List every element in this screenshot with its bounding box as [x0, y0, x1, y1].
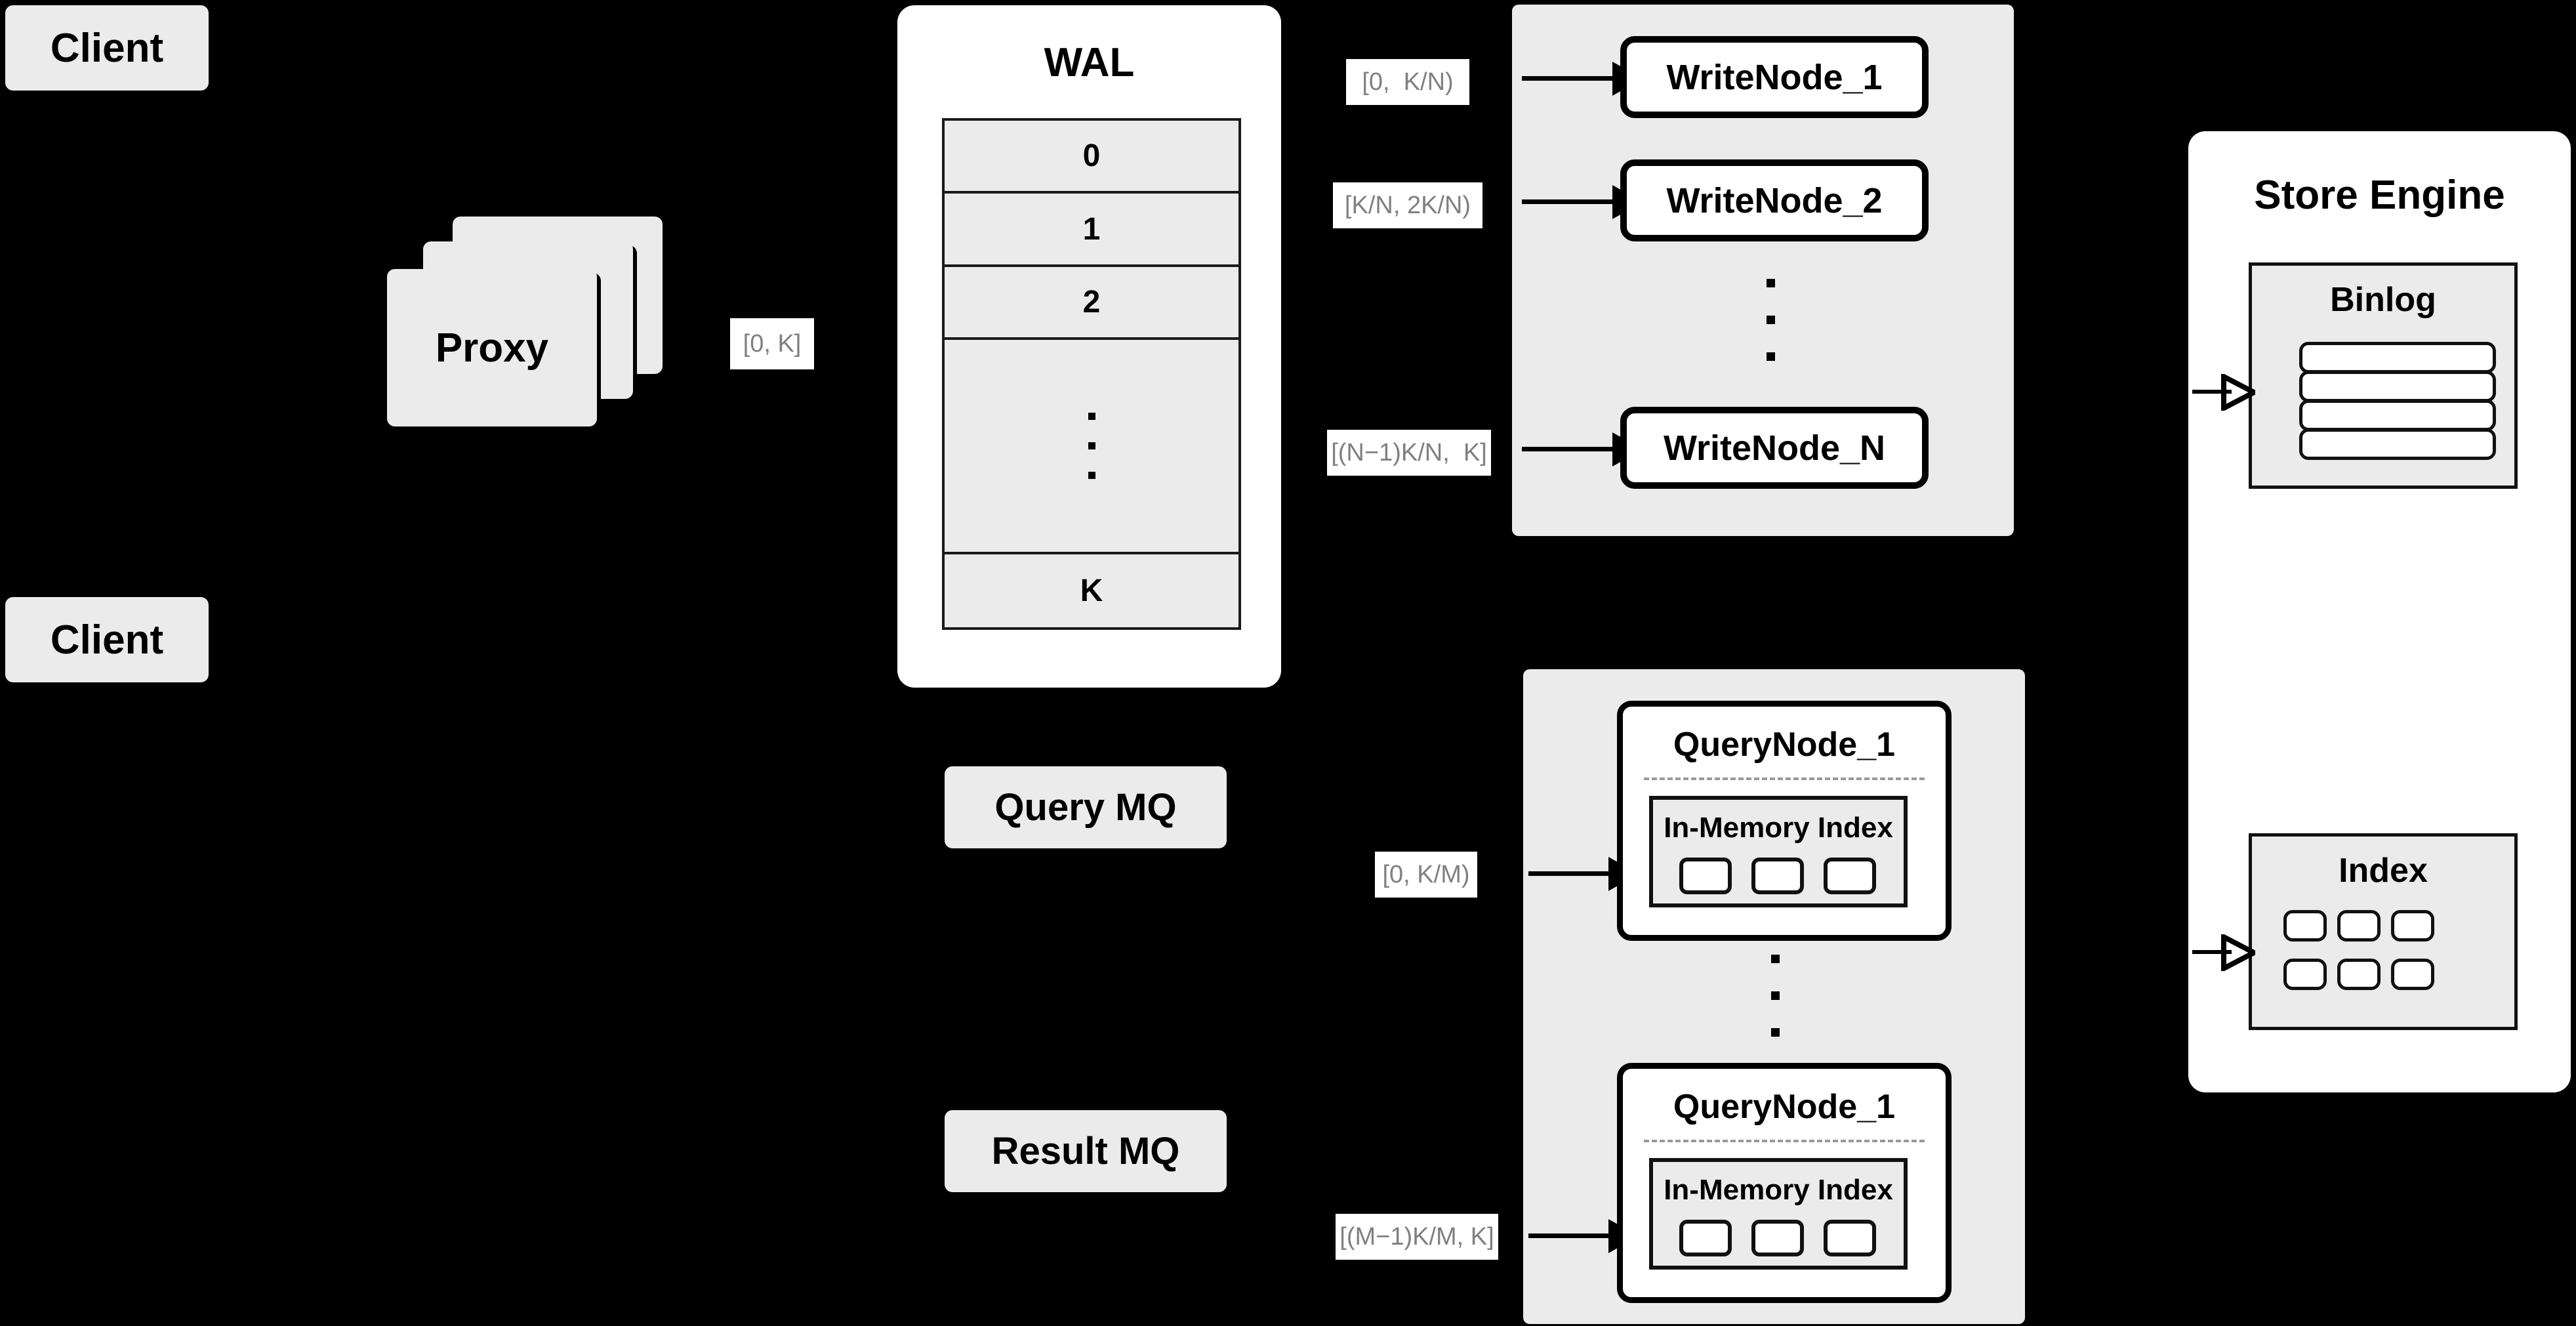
wal-row-value: 1 [1082, 211, 1101, 247]
proxy-card-front: Proxy [387, 269, 597, 426]
range-label-querynode-m: [(M−1)K/M, K] [1336, 1214, 1498, 1260]
client-label: Client [50, 25, 164, 71]
writenode-ellipsis [1767, 279, 1775, 361]
query-mq-label: Query MQ [994, 786, 1177, 829]
querynode-title-text: QueryNode_1 [1673, 726, 1896, 764]
range-label-writenode-1: [0, K/N) [1346, 59, 1469, 105]
binlog-panel: Binlog [2249, 262, 2518, 489]
index-cell [1824, 858, 1876, 894]
in-memory-index-title-text: In-Memory Index [1664, 812, 1893, 844]
index-cell [2337, 959, 2381, 990]
querynode-1-box: QueryNode_1 In-Memory Index [1617, 701, 1952, 941]
binlog-slot [2299, 400, 2496, 431]
ellipsis-dot [1771, 955, 1780, 963]
ellipsis-dot [1767, 316, 1775, 324]
range-label-writenode-2: [K/N, 2K/N) [1333, 182, 1482, 228]
range-label-text: [0, K] [743, 330, 802, 358]
index-cell [2391, 959, 2434, 990]
querynode-separator [1644, 777, 1925, 780]
ellipsis-dot [1771, 991, 1780, 1000]
index-cell [1679, 858, 1732, 894]
querynode-ellipsis [1771, 955, 1780, 1037]
binlog-slot [2299, 342, 2496, 373]
in-memory-index-panel: In-Memory Index [1649, 1158, 1908, 1270]
range-label-text: [K/N, 2K/N) [1344, 192, 1471, 219]
wal-row: 0 [945, 121, 1238, 194]
arrow-line-querynode-1 [1528, 871, 1614, 876]
arrow-line-querynode-m [1528, 1233, 1614, 1238]
ellipsis-dot [1088, 442, 1095, 450]
writenode-1-box: WriteNode_1 [1620, 36, 1929, 118]
index-title-text: Index [2339, 852, 2428, 890]
wal-title-text: WAL [1044, 40, 1135, 85]
store-engine-panel: Store Engine Binlog Index [2188, 131, 2571, 1092]
index-cell [2283, 910, 2327, 942]
client-box-1: Client [5, 5, 209, 91]
wal-title: WAL [897, 39, 1281, 86]
querynode-m-box: QueryNode_1 In-Memory Index [1617, 1063, 1952, 1303]
arrow-line-to-index [2192, 950, 2232, 954]
client-label: Client [50, 617, 164, 663]
wal-table: 0 1 2 K [942, 118, 1241, 630]
proxy-label: Proxy [435, 325, 549, 371]
querynode-title: QueryNode_1 [1623, 725, 1946, 764]
binlog-title: Binlog [2252, 280, 2514, 320]
index-cell [1751, 1220, 1804, 1256]
arrow-head-to-binlog [2221, 374, 2255, 411]
wal-row-value: 2 [1082, 285, 1101, 320]
wal-row: 1 [945, 194, 1238, 267]
ellipsis-dot [1088, 472, 1095, 480]
range-label-writenode-n: [(N−1)K/N, K] [1327, 430, 1491, 476]
binlog-title-text: Binlog [2330, 281, 2436, 319]
wal-row-value: 0 [1082, 138, 1101, 174]
writenode-2-box: WriteNode_2 [1620, 159, 1929, 241]
writenode-label: WriteNode_1 [1666, 57, 1883, 97]
range-label-proxy-to-wal: [0, K] [730, 318, 814, 369]
in-memory-index-panel: In-Memory Index [1649, 796, 1908, 907]
arrow-head-to-index [2221, 934, 2255, 971]
ellipsis-dot [1767, 352, 1775, 361]
query-mq-box: Query MQ [945, 766, 1227, 848]
arrow-line-writenode-2 [1522, 199, 1614, 204]
wal-row-ellipsis [945, 340, 1238, 554]
arrow-line-writenode-n [1522, 447, 1614, 451]
ellipsis-dot [1771, 1028, 1780, 1037]
result-mq-box: Result MQ [945, 1110, 1227, 1192]
result-mq-label: Result MQ [991, 1130, 1180, 1172]
in-memory-index-title: In-Memory Index [1653, 812, 1904, 844]
client-box-2: Client [5, 597, 209, 682]
writenode-n-box: WriteNode_N [1620, 407, 1929, 489]
wal-row-value: K [1080, 573, 1103, 608]
binlog-slot [2299, 428, 2496, 460]
store-engine-title: Store Engine [2188, 172, 2571, 218]
wal-row: 2 [945, 266, 1238, 341]
index-cell [2337, 910, 2381, 942]
in-memory-index-title-text: In-Memory Index [1664, 1174, 1893, 1206]
store-engine-title-text: Store Engine [2254, 173, 2505, 218]
range-label-text: [(M−1)K/M, K] [1339, 1223, 1494, 1251]
writenode-label: WriteNode_2 [1666, 180, 1883, 220]
ellipsis-dot [1767, 279, 1775, 287]
index-cell [2391, 910, 2434, 942]
binlog-slot [2299, 371, 2496, 402]
range-label-text: [0, K/N) [1362, 68, 1454, 96]
writenode-label: WriteNode_N [1663, 428, 1886, 468]
wal-row: K [945, 554, 1238, 628]
arrow-line-to-binlog [2192, 390, 2232, 394]
index-title: Index [2252, 851, 2514, 890]
index-panel: Index [2249, 833, 2518, 1030]
index-cell [1751, 858, 1804, 894]
index-cell [2283, 959, 2327, 990]
range-label-querynode-1: [0, K/M) [1375, 852, 1477, 898]
querynode-title: QueryNode_1 [1623, 1087, 1946, 1127]
index-cell [1679, 1220, 1732, 1256]
range-label-text: [(N−1)K/N, K] [1331, 439, 1487, 466]
querynode-title-text: QueryNode_1 [1673, 1088, 1896, 1126]
arrow-line-writenode-1 [1522, 76, 1614, 81]
querynode-separator [1644, 1140, 1925, 1142]
index-cell [1824, 1220, 1876, 1256]
ellipsis-dot [1088, 413, 1095, 421]
range-label-text: [0, K/M) [1382, 861, 1470, 888]
in-memory-index-title: In-Memory Index [1653, 1174, 1904, 1207]
